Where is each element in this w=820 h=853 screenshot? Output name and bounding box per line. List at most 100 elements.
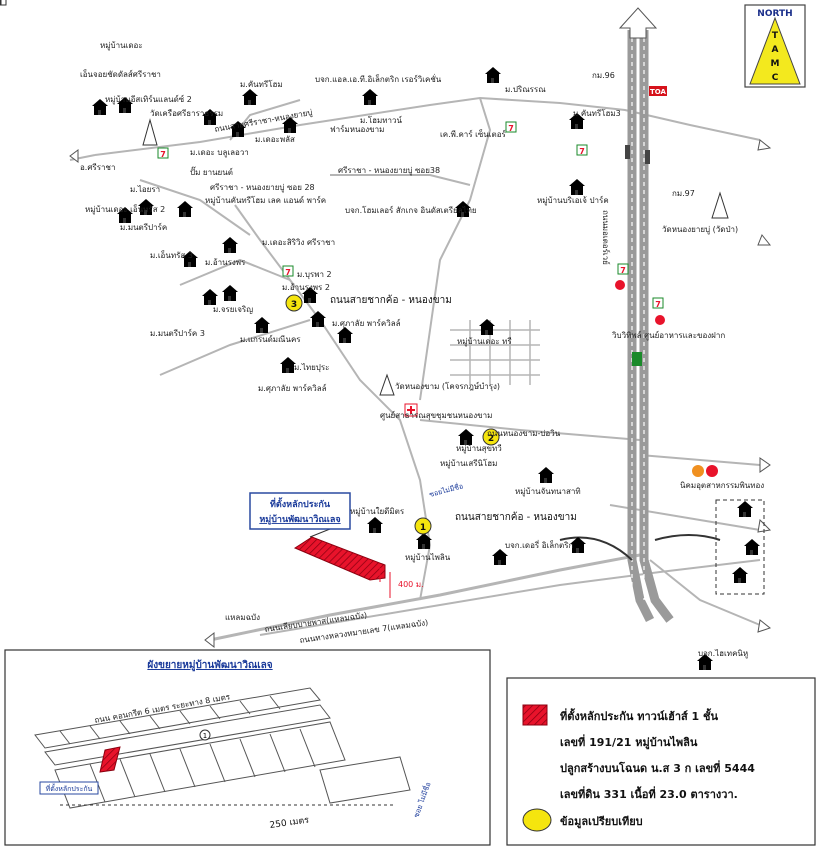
marker-3 <box>285 294 303 312</box>
comparable-markers: 1 ถนนสายชากค้อ - หนองขาม 2 3 ถนนสายชากค้… <box>285 294 577 535</box>
house-icon <box>736 500 754 518</box>
svg-text:TOA: TOA <box>650 88 667 96</box>
svg-text:วัดหนองขาม (โคจรกฎษ์บำรุง): วัดหนองขาม (โคจรกฎษ์บำรุง) <box>395 381 500 391</box>
inset-title: ผังขยายหมู่บ้านพัฒนาวิณเลจ <box>147 659 272 672</box>
svg-text:ม.บุรพา 2: ม.บุรพา 2 <box>297 270 332 279</box>
svg-text:ม.คันทรีโฮม: ม.คันทรีโฮม <box>240 79 283 89</box>
temple-icon <box>142 118 158 146</box>
svg-text:หมู่บ้านอีสเทิร์นแลนด์ซ์ 2: หมู่บ้านอีสเทิร์นแลนด์ซ์ 2 <box>105 94 192 105</box>
house-icon <box>484 66 502 84</box>
industrial-estate-boundary <box>715 499 765 595</box>
svg-text:A: A <box>772 45 779 55</box>
places-layer <box>91 66 761 671</box>
svg-text:ม.โฮมทาวน์: ม.โฮมทาวน์ <box>360 115 403 125</box>
svg-text:หมู่บ้านพัฒนาวิณเลจ: หมู่บ้านพัฒนาวิณเลจ <box>259 514 340 525</box>
svg-text:ที่ตั้งหลักประกัน: ที่ตั้งหลักประกัน <box>46 782 93 793</box>
road-southeast <box>649 559 761 626</box>
inset-subject-callout <box>39 781 99 795</box>
svg-text:ปั๊ม ยานยนต์: ปั๊ม ยานยนต์ <box>190 166 233 177</box>
svg-text:1: 1 <box>420 523 426 533</box>
road-soi28 <box>139 179 251 236</box>
arrow-southeast <box>757 619 772 633</box>
km96-label: กม.96 <box>592 71 615 80</box>
house-icon <box>201 288 219 306</box>
arrow-ne <box>757 139 772 151</box>
arrow-east-2 <box>759 457 771 473</box>
svg-text:หมู่บ้านจันทนาสาทิ: หมู่บ้านจันทนาสาทิ <box>515 487 581 497</box>
house-icon <box>366 516 384 534</box>
svg-text:ฟาร์มหนองขาม: ฟาร์มหนองขาม <box>330 124 384 134</box>
svg-text:ม.มนตรีปาร์ค 3: ม.มนตรีปาร์ค 3 <box>150 328 205 338</box>
house-icons <box>0 0 7 6</box>
road-si-racha-nongyai <box>94 96 761 156</box>
svg-text:ม.คันทรีโฮม3: ม.คันทรีโฮม3 <box>573 108 621 118</box>
house-icon <box>478 318 496 336</box>
svg-text:T: T <box>772 31 779 41</box>
svg-text:ม.มนตรีปาร์ค: ม.มนตรีปาร์ค <box>120 222 167 232</box>
svg-text:ม.อ้านรงพร: ม.อ้านรงพร <box>205 258 246 267</box>
gas-station-icon <box>655 315 665 325</box>
road-soi38 <box>330 174 471 186</box>
legend-line-5: ข้อมูลเปรียบเทียบ <box>560 815 643 829</box>
svg-text:ศูนย์สาธารณสุขชุมชนหนองขาม: ศูนย์สาธารณสุขชุมชนหนองขาม <box>380 410 492 421</box>
distance-400: 400 ม. <box>398 580 424 589</box>
road-nongkham-bowin <box>419 419 641 441</box>
road-bypass <box>209 553 641 642</box>
svg-text:ม.จรยเจริญ: ม.จรยเจริญ <box>213 305 253 314</box>
svg-text:บจก.แอล.เอ.ที.อิเล็กตริก เรอร์: บจก.แอล.เอ.ที.อิเล็กตริก เรอร์วิเคชั่น <box>315 73 442 84</box>
house-icon <box>241 88 259 106</box>
house-icon <box>743 538 761 556</box>
svg-text:หมู่บ้านสุขทวี: หมู่บ้านสุขทวี <box>456 444 502 454</box>
km97-label: กม.97 <box>672 189 695 198</box>
svg-text:ม.อ้านรงพร 2: ม.อ้านรงพร 2 <box>282 283 330 292</box>
svg-text:ศรีราชา - หนองยายบู่ ซอย38: ศรีราชา - หนองยายบู่ ซอย38 <box>338 166 440 176</box>
road-north-south <box>419 97 492 401</box>
svg-text:ม.เดอะสิริวิง ศรีราชา: ม.เดอะสิริวิง ศรีราชา <box>262 238 335 247</box>
village-grid <box>450 320 540 385</box>
house-icon <box>336 326 354 344</box>
house-icon <box>221 236 239 254</box>
svg-text:7: 7 <box>620 266 626 275</box>
legend-marker-swatch <box>522 808 552 832</box>
road-sachkhot <box>234 204 432 601</box>
svg-text:NORTH: NORTH <box>757 9 792 19</box>
svg-text:C: C <box>772 73 779 83</box>
svg-text:ม.เอ็นทรัส 3: ม.เอ็นทรัส 3 <box>150 250 193 260</box>
svg-text:ศรีราชา - หนองยายบู่ ซอย 28: ศรีราชา - หนองยายบู่ ซอย 28 <box>210 183 315 193</box>
svg-text:อ.ศรีราชา: อ.ศรีราชา <box>80 163 115 172</box>
svg-text:M: M <box>771 59 780 69</box>
arrow-west <box>69 149 79 163</box>
house-icon <box>568 178 586 196</box>
svg-text:7: 7 <box>508 124 514 133</box>
house-icon <box>415 532 433 550</box>
svg-text:หมู่บ้านเดอะ ทรี: หมู่บ้านเดอะ ทรี <box>457 337 512 347</box>
temple-icon <box>379 373 395 396</box>
place-labels: หมู่บ้านเดอะ เอ็นจอยชัดดัลส์ศรีราชา หมู่… <box>80 41 764 659</box>
house-icon <box>309 310 327 328</box>
svg-text:ม.เดอะพลัส: ม.เดอะพลัส <box>255 135 295 144</box>
svg-text:เค.พี.คาร์ เซ็นเตอร์: เค.พี.คาร์ เซ็นเตอร์ <box>440 129 506 139</box>
road-west <box>179 258 291 286</box>
north-arrow-motorway <box>618 7 658 39</box>
svg-text:ที่ตั้งหลักประกัน: ที่ตั้งหลักประกัน <box>270 497 331 510</box>
svg-text:หมู่บ้านเดอะ: หมู่บ้านเดอะ <box>100 41 143 51</box>
house-icon <box>537 466 555 484</box>
svg-text:ม.ไอยรา: ม.ไอยรา <box>130 185 160 194</box>
inset-panel: ผังขยายหมู่บ้านพัฒนาวิณเลจ ถนน คอนกรีต 6… <box>4 649 491 846</box>
svg-text:หมู่บ้านไพลิน: หมู่บ้านไพลิน <box>405 553 451 563</box>
svg-text:นิคมอุตสาหกรรมพินทอง: นิคมอุตสาหกรรมพินทอง <box>680 481 764 490</box>
gas-station-icon <box>692 465 704 477</box>
svg-text:บจก.เดอรี่ อิเล็กตริก: บจก.เดอรี่ อิเล็กตริก <box>505 539 574 550</box>
svg-text:ม.เดอะ บลูเลอวา: ม.เดอะ บลูเลอวา <box>190 148 249 158</box>
marker-1-label: ถนนสายชากค้อ - หนองขาม <box>455 511 577 523</box>
gas-station-icon <box>706 465 718 477</box>
svg-text:7: 7 <box>655 300 661 309</box>
road-hwy7 <box>259 559 761 636</box>
house-icon <box>491 548 509 566</box>
seven-eleven-icons: 7 7 7 7 7 7 <box>157 121 718 477</box>
svg-text:ม.ศุภาลัย พาร์ควิลล์: ม.ศุภาลัย พาร์ควิลล์ <box>332 318 401 328</box>
svg-text:1: 1 <box>203 732 207 740</box>
marker-3-label: ถนนสายชากค้อ - หนองขาม <box>330 294 452 306</box>
legend-line-3: ปลูกสร้างบนโฉนด น.ส 3 ก เลขที่ 5444 <box>560 760 755 776</box>
svg-text:ซอยไม่มีชื่อ: ซอยไม่มีชื่อ <box>428 481 464 499</box>
